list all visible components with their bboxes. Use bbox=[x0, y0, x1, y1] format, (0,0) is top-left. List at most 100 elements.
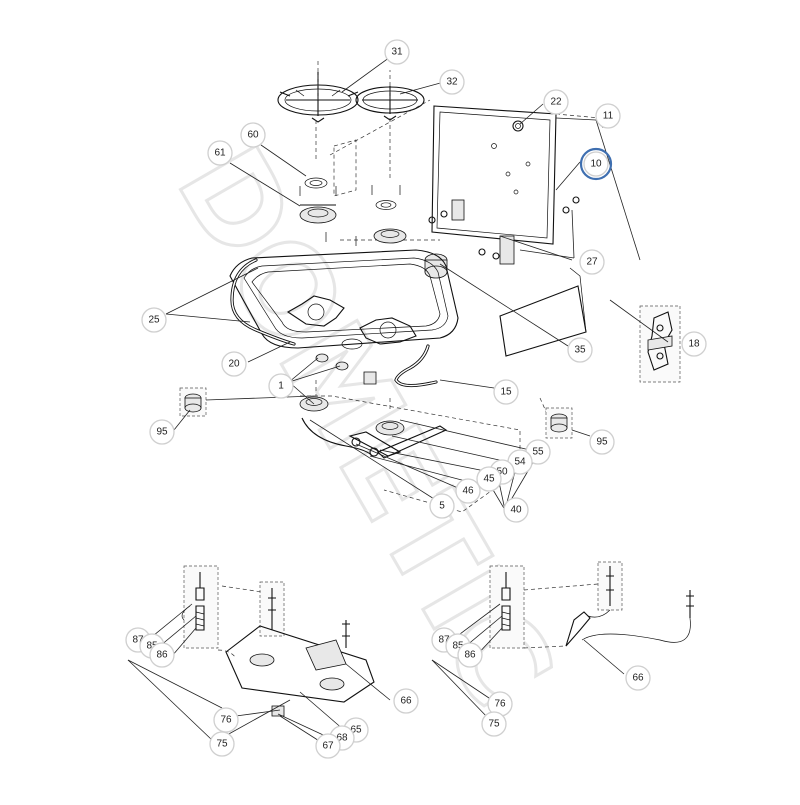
callout-circle bbox=[268, 373, 294, 399]
callout-number: 31 bbox=[391, 47, 403, 58]
callout-c86b: 86 bbox=[457, 642, 483, 668]
callout-c32: 32 bbox=[439, 69, 465, 95]
callout-number: 75 bbox=[216, 739, 228, 750]
burner-screws bbox=[299, 185, 401, 246]
callout-c31: 31 bbox=[384, 39, 410, 65]
callout-c95a: 95 bbox=[149, 419, 175, 445]
hinge-detail-box bbox=[639, 305, 681, 383]
callout-number: 76 bbox=[494, 699, 506, 710]
callout-circle bbox=[393, 688, 419, 714]
detail-right-variant bbox=[489, 561, 694, 649]
callout-number: 32 bbox=[446, 77, 458, 88]
callout-c66b: 66 bbox=[625, 665, 651, 691]
callout-c15: 15 bbox=[493, 379, 519, 405]
callout-c60: 60 bbox=[240, 122, 266, 148]
callout-c20: 20 bbox=[221, 351, 247, 377]
callout-number: 40 bbox=[510, 505, 522, 516]
burner-right bbox=[373, 200, 407, 244]
glass-lid bbox=[431, 105, 557, 245]
callout-circle bbox=[221, 351, 247, 377]
callout-number: 60 bbox=[247, 130, 259, 141]
callout-circle bbox=[493, 379, 519, 405]
callout-number: 65 bbox=[350, 725, 362, 736]
grommet-1a bbox=[315, 353, 329, 363]
callout-c5: 5 bbox=[429, 493, 455, 519]
callout-number: 86 bbox=[464, 650, 476, 661]
callout-circle bbox=[503, 497, 529, 523]
callout-c22: 22 bbox=[543, 89, 569, 115]
callout-circle bbox=[429, 493, 455, 519]
callout-c10: 10 bbox=[579, 147, 613, 181]
callout-number: 68 bbox=[336, 733, 348, 744]
callout-number: 67 bbox=[322, 741, 334, 752]
callout-circle bbox=[209, 731, 235, 757]
callout-number: 95 bbox=[156, 427, 168, 438]
callout-number: 20 bbox=[228, 359, 240, 370]
bracket-dash bbox=[333, 139, 357, 197]
callout-c25: 25 bbox=[141, 307, 167, 333]
callout-number: 10 bbox=[590, 159, 602, 170]
detail-left-variant bbox=[181, 565, 375, 717]
callout-c1: 1 bbox=[268, 373, 294, 399]
callout-circle bbox=[583, 151, 609, 177]
callout-c46: 46 bbox=[455, 478, 481, 504]
callout-circle bbox=[455, 478, 481, 504]
callout-c67: 67 bbox=[315, 733, 341, 759]
callout-circle bbox=[579, 249, 605, 275]
callout-number: 50 bbox=[496, 467, 508, 478]
callout-number: 15 bbox=[500, 387, 512, 398]
callout-number: 1 bbox=[278, 381, 284, 392]
callout-circle bbox=[149, 642, 175, 668]
back-panel bbox=[499, 267, 587, 357]
lid-frame-dash bbox=[329, 99, 601, 241]
callout-number: 5 bbox=[439, 501, 445, 512]
callout-circle bbox=[315, 733, 341, 759]
callout-number: 54 bbox=[514, 457, 526, 468]
callout-c11: 11 bbox=[595, 103, 621, 129]
callout-c66a: 66 bbox=[393, 688, 419, 714]
callout-c40: 40 bbox=[503, 497, 529, 523]
callout-highlight-ring bbox=[579, 147, 613, 181]
callout-number: 22 bbox=[550, 97, 562, 108]
callout-circle bbox=[567, 337, 593, 363]
callout-circle bbox=[625, 665, 651, 691]
callout-circle bbox=[240, 122, 266, 148]
callout-labels: 3132221110606127253518201159595555450454… bbox=[125, 39, 707, 759]
callout-number: 86 bbox=[156, 650, 168, 661]
callout-number: 85 bbox=[452, 641, 464, 652]
callout-number: 76 bbox=[220, 715, 232, 726]
callout-circle bbox=[589, 429, 615, 455]
callout-circle bbox=[476, 466, 502, 492]
callout-circle bbox=[457, 642, 483, 668]
callout-c61: 61 bbox=[207, 140, 233, 166]
callout-circle bbox=[384, 39, 410, 65]
foot-right bbox=[545, 407, 573, 439]
callout-circle bbox=[595, 103, 621, 129]
clip-15 bbox=[363, 371, 377, 385]
callout-circle bbox=[207, 140, 233, 166]
callout-number: 35 bbox=[574, 345, 586, 356]
main-assembly bbox=[179, 60, 681, 513]
callout-number: 61 bbox=[214, 148, 226, 159]
callout-number: 87 bbox=[132, 635, 144, 646]
lid-hinge-left bbox=[428, 199, 465, 224]
callout-c75a: 75 bbox=[209, 731, 235, 757]
callout-number: 66 bbox=[632, 673, 644, 684]
callout-circle bbox=[681, 331, 707, 357]
callout-number: 85 bbox=[146, 641, 158, 652]
callout-c27: 27 bbox=[579, 249, 605, 275]
callout-c18: 18 bbox=[681, 331, 707, 357]
callout-circle bbox=[439, 69, 465, 95]
callout-number: 45 bbox=[483, 474, 495, 485]
callout-number: 87 bbox=[438, 635, 450, 646]
callout-number: 55 bbox=[532, 447, 544, 458]
callout-number: 11 bbox=[603, 111, 614, 122]
callout-circle bbox=[481, 711, 507, 737]
foot-left bbox=[179, 387, 207, 417]
callout-c95b: 95 bbox=[589, 429, 615, 455]
callout-c86a: 86 bbox=[149, 642, 175, 668]
callout-number: 66 bbox=[400, 696, 412, 707]
callout-c76a: 76 bbox=[213, 707, 239, 733]
